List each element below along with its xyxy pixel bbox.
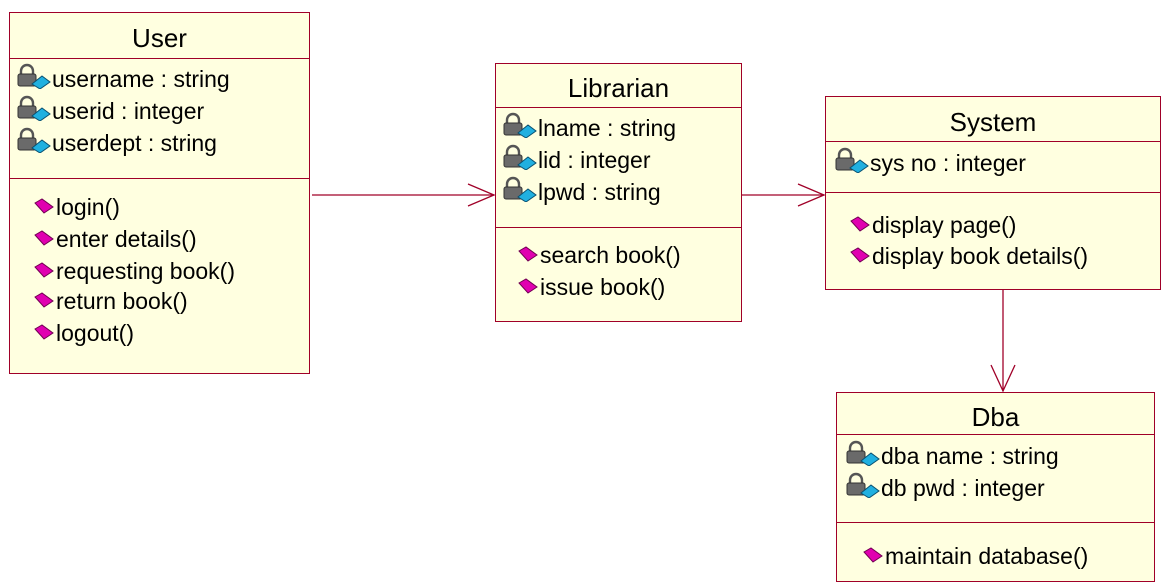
attribute[interactable]: lname : string (502, 112, 676, 144)
diamond-operation-icon (518, 241, 540, 269)
diamond-operation-icon (34, 319, 56, 347)
operation[interactable]: return book() (34, 287, 188, 315)
attribute[interactable]: sys no : integer (834, 147, 1026, 179)
attribute-text: lpwd : string (538, 179, 661, 205)
diamond-operation-icon (850, 211, 872, 239)
operation-text: maintain database() (885, 543, 1089, 569)
attribute[interactable]: dba name : string (845, 440, 1059, 472)
operation[interactable]: issue book() (518, 273, 665, 301)
attribute-text: sys no : integer (870, 150, 1026, 176)
attribute-text: lid : integer (538, 147, 651, 173)
operation-text: enter details() (56, 226, 197, 252)
operation-text: search book() (540, 242, 681, 268)
diamond-operation-icon (34, 225, 56, 253)
operation[interactable]: enter details() (34, 225, 197, 253)
arrowhead-librarian-system (797, 183, 826, 207)
padlock-attribute-icon (834, 147, 870, 179)
operation-text: display book details() (872, 243, 1089, 269)
class-dba[interactable]: Dba dba name : string db pwd : integer m… (836, 392, 1155, 582)
attribute[interactable]: lid : integer (502, 144, 651, 176)
padlock-attribute-icon (845, 440, 881, 472)
operation[interactable]: maintain database() (863, 542, 1088, 570)
operation-text: requesting book() (56, 258, 235, 284)
padlock-attribute-icon (845, 472, 881, 504)
operation-text: logout() (56, 320, 134, 346)
operation[interactable]: logout() (34, 319, 134, 347)
operation-text: login() (56, 194, 120, 220)
attribute[interactable]: lpwd : string (502, 176, 661, 208)
padlock-attribute-icon (502, 176, 538, 208)
padlock-attribute-icon (502, 112, 538, 144)
padlock-attribute-icon (16, 63, 52, 95)
attribute-text: dba name : string (881, 443, 1059, 469)
attribute-text: userid : integer (52, 98, 205, 124)
name-separator (10, 58, 309, 59)
padlock-attribute-icon (502, 144, 538, 176)
operation[interactable]: login() (34, 193, 120, 221)
arrowhead-system-dba (990, 364, 1016, 393)
operation[interactable]: display page() (850, 211, 1016, 239)
class-name: Dba (971, 402, 1020, 432)
operation-text: return book() (56, 288, 188, 314)
diamond-operation-icon (34, 193, 56, 221)
attribute-separator (837, 522, 1154, 523)
operation-text: issue book() (540, 274, 666, 300)
arrowhead-user-librarian (467, 183, 496, 207)
padlock-attribute-icon (16, 127, 52, 159)
diamond-operation-icon (518, 273, 540, 301)
operation-text: display page() (872, 212, 1017, 238)
diamond-operation-icon (863, 542, 885, 570)
diamond-operation-icon (850, 242, 872, 270)
operation[interactable]: requesting book() (34, 257, 235, 285)
attribute-text: lname : string (538, 115, 677, 141)
attribute-separator (826, 192, 1160, 193)
attribute[interactable]: db pwd : integer (845, 472, 1045, 504)
padlock-attribute-icon (16, 95, 52, 127)
attribute-separator (496, 227, 741, 228)
attribute-text: db pwd : integer (881, 475, 1045, 501)
class-librarian[interactable]: Librarian lname : string lid : integer l… (495, 63, 742, 322)
class-user[interactable]: User username : string userid : integer … (9, 12, 310, 374)
attribute[interactable]: username : string (16, 63, 230, 95)
class-system[interactable]: System sys no : integer display page() d… (825, 96, 1161, 290)
operation[interactable]: search book() (518, 241, 681, 269)
attribute-text: userdept : string (52, 130, 217, 156)
name-separator (826, 141, 1160, 142)
diamond-operation-icon (34, 287, 56, 315)
attribute-text: username : string (52, 66, 230, 92)
diamond-operation-icon (34, 257, 56, 285)
class-name: User (132, 23, 187, 53)
name-separator (837, 434, 1154, 435)
name-separator (496, 107, 741, 108)
attribute-separator (10, 178, 309, 179)
attribute[interactable]: userdept : string (16, 127, 217, 159)
attribute[interactable]: userid : integer (16, 95, 204, 127)
class-name: Librarian (567, 73, 670, 103)
class-name: System (949, 107, 1037, 137)
operation[interactable]: display book details() (850, 242, 1088, 270)
